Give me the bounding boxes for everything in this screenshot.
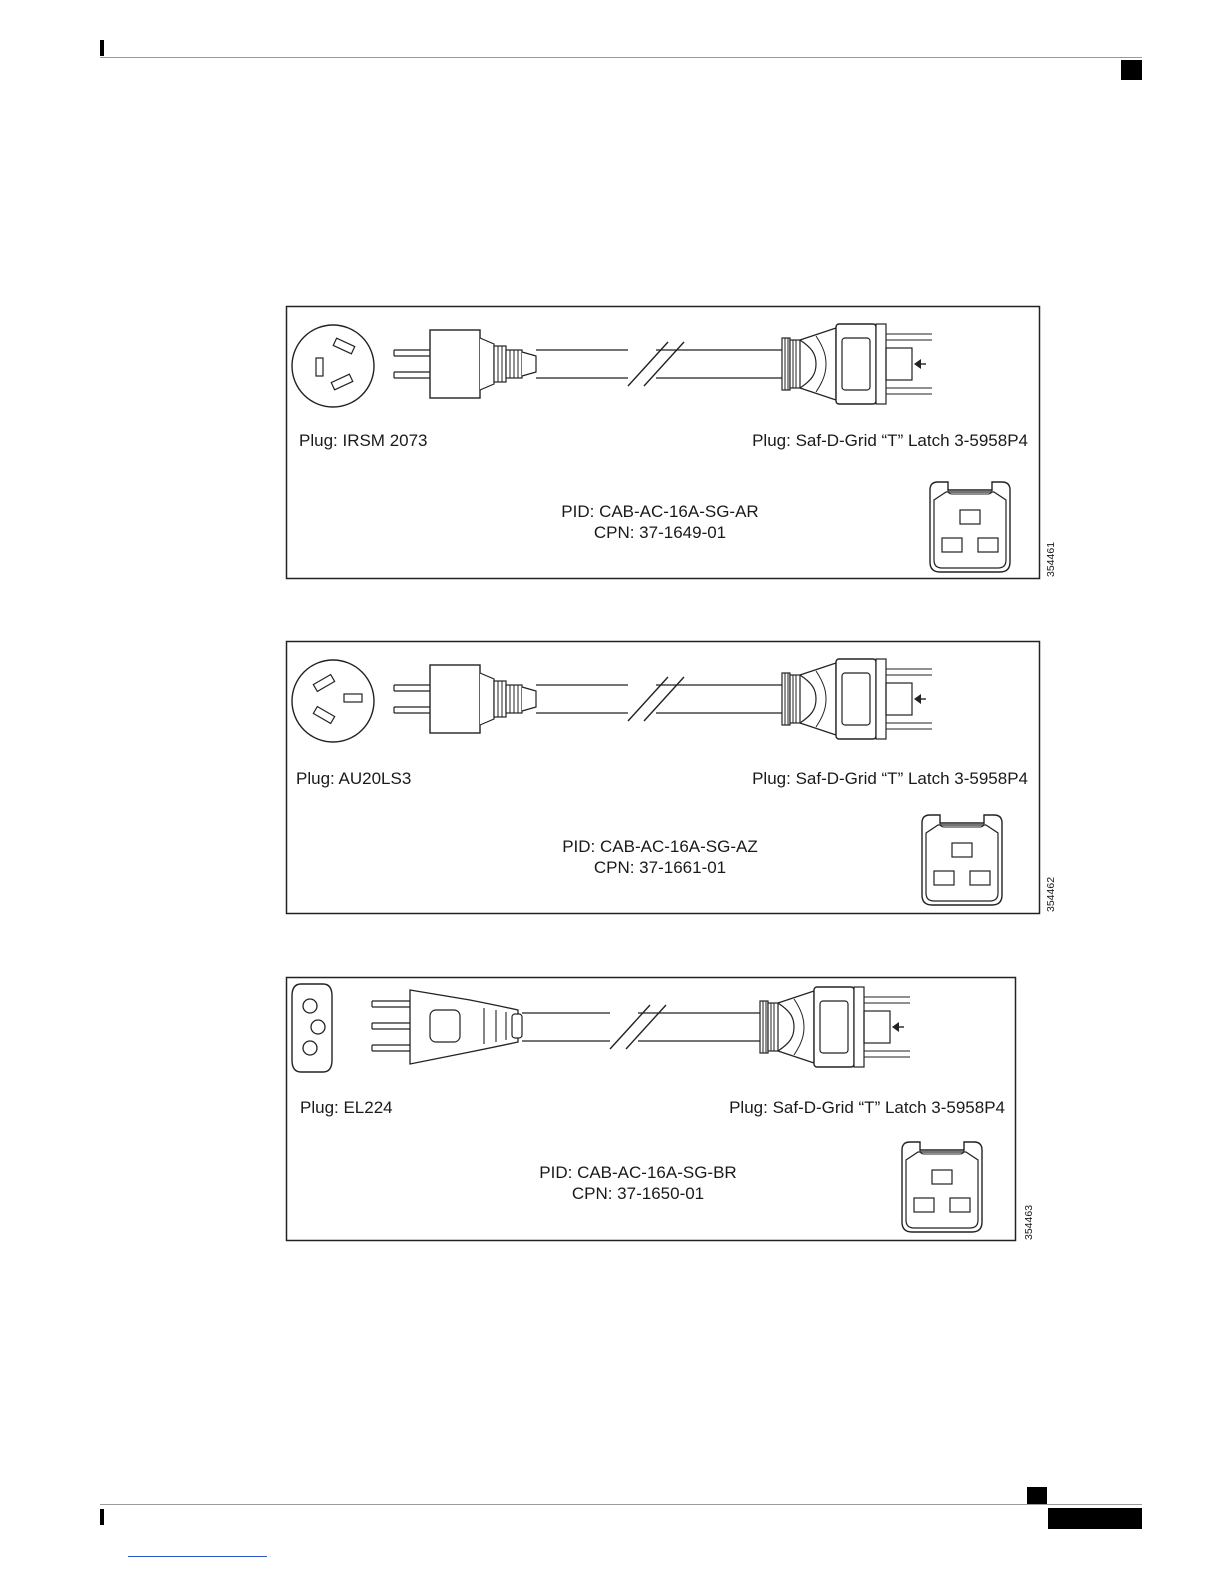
- figure-cab-ac-16a-sg-br: Plug: EL224 Plug: Saf-D-Grid “T” Latch 3…: [287, 978, 1036, 1241]
- plug-left-label: Plug: EL224: [300, 1098, 393, 1117]
- irsm-plug-face-icon: [292, 325, 374, 407]
- figure-number: 354462: [1045, 877, 1057, 912]
- cpn-label: CPN: 37-1661-01: [594, 858, 726, 877]
- pid-label: PID: CAB-AC-16A-SG-AZ: [562, 837, 758, 856]
- saf-d-grid-face-icon: [902, 1142, 982, 1232]
- pid-label: PID: CAB-AC-16A-SG-AR: [561, 502, 758, 521]
- plug-right-label: Plug: Saf-D-Grid “T” Latch 3-5958P4: [729, 1098, 1005, 1117]
- figure-number: 354461: [1045, 542, 1057, 577]
- saf-d-grid-face-icon: [930, 482, 1010, 572]
- pid-label: PID: CAB-AC-16A-SG-BR: [539, 1163, 736, 1182]
- figure-number: 354463: [1023, 1205, 1035, 1240]
- plug-right-label: Plug: Saf-D-Grid “T” Latch 3-5958P4: [752, 431, 1028, 450]
- plug-left-label: Plug: IRSM 2073: [299, 431, 428, 450]
- saf-d-grid-face-icon: [922, 815, 1002, 905]
- plug-right-label: Plug: Saf-D-Grid “T” Latch 3-5958P4: [752, 769, 1028, 788]
- cpn-label: CPN: 37-1649-01: [594, 523, 726, 542]
- figure-cab-ac-16a-sg-az: Plug: AU20LS3 Plug: Saf-D-Grid “T” Latch…: [287, 642, 1058, 914]
- figure-cab-ac-16a-sg-ar: Plug: IRSM 2073 Plug: Saf-D-Grid “T” Lat…: [287, 307, 1058, 579]
- cpn-label: CPN: 37-1650-01: [572, 1184, 704, 1203]
- plug-left-label: Plug: AU20LS3: [296, 769, 411, 788]
